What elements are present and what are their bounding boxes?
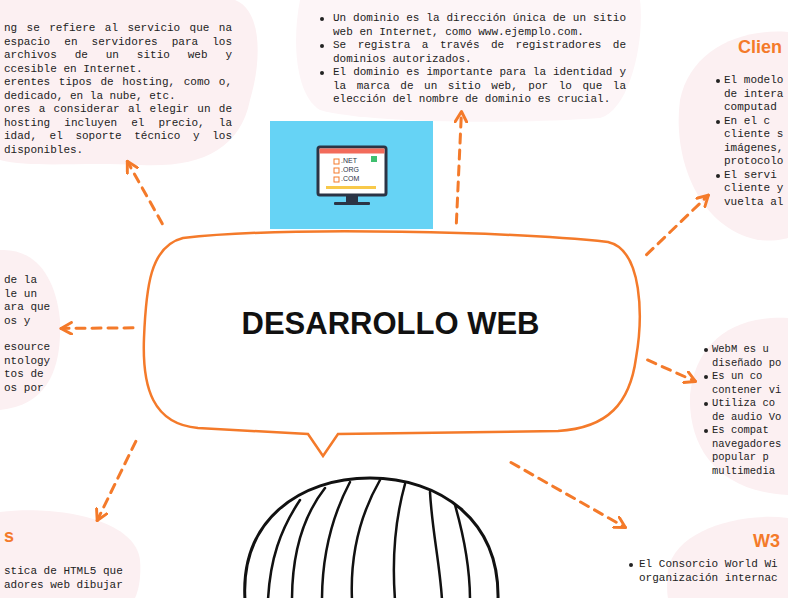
bullet-text: de la le un ara que os y	[4, 274, 56, 328]
topic-node: Un dominio es la dirección única de un s…	[316, 12, 626, 107]
blob	[0, 0, 258, 165]
topic-heading: s	[4, 525, 134, 547]
check-box	[334, 159, 339, 164]
bullet-dot	[716, 79, 720, 83]
bullet-dot	[704, 402, 708, 406]
check-box	[334, 168, 339, 173]
bullet-text: El Consorcio World Wi organización inter…	[625, 558, 785, 585]
bullet-text: ng se refiere al servicio que na espacio…	[4, 22, 232, 76]
dashed-arrow	[127, 161, 162, 223]
bullet-dot	[704, 429, 708, 433]
bullet-text: Un dominio es la dirección única de un s…	[316, 12, 626, 39]
hair-strand	[394, 484, 405, 598]
topic-node: WebM es u diseñado poEs un co contener v…	[700, 343, 786, 478]
bullet-text: erentes tipos de hosting, como o, dedica…	[4, 76, 232, 103]
domain-label: .NET	[341, 157, 357, 165]
check-box	[334, 177, 339, 182]
bullet-dot	[716, 174, 720, 178]
bullet-text: stica de HTML5 que adores web dibujar	[4, 565, 134, 592]
topic-heading: W3	[753, 530, 785, 552]
topic-heading: Clien	[738, 36, 788, 58]
dashed-arrow	[511, 462, 625, 527]
blob	[0, 250, 60, 410]
domain-picture	[270, 121, 433, 229]
blob	[690, 318, 788, 495]
bullet-dot	[320, 71, 324, 75]
bullet-text: Es compat navegadores popular p multimed…	[700, 424, 786, 478]
bullet-text: El dominio es importante para la identid…	[316, 66, 626, 107]
topic-node: W3 El Consorcio World Wi organización int…	[625, 530, 785, 585]
topic-node: Clien El modelo de intera computadEn el c…	[712, 36, 788, 209]
bullet-dot	[704, 375, 708, 379]
bullet-dot	[320, 44, 324, 48]
topic-node: ng se refiere al servicio que na espacio…	[4, 22, 232, 157]
bullet-text: Utiliza co de audio Vo	[700, 397, 786, 424]
window-bar	[320, 149, 385, 154]
blob	[296, 0, 641, 122]
topic-node: s stica de HTML5 que adores web dibujar	[4, 525, 134, 592]
hair-strand	[352, 480, 380, 598]
central-bubble: DESARROLLO WEB	[138, 228, 643, 460]
head-drawing	[245, 478, 498, 598]
central-title: DESARROLLO WEB	[242, 306, 540, 342]
bullet-dot	[716, 120, 720, 124]
dashed-arrow	[647, 195, 709, 255]
bullet-text: Es un co contener vi	[700, 370, 786, 397]
monitor-screen	[318, 147, 386, 195]
green-square	[371, 156, 377, 162]
hair-strands	[268, 480, 470, 598]
monitor-base	[334, 202, 370, 205]
hair-strand	[268, 500, 300, 598]
blob	[667, 517, 788, 598]
bullet-dot	[320, 17, 324, 21]
domain-label: .ORG	[341, 166, 359, 174]
bullet-text: esource ntology tos de os por	[4, 341, 56, 395]
bullet-text: ores a considerar al elegir un de hostin…	[4, 103, 232, 157]
dashed-arrow	[97, 441, 136, 520]
bullet-text: En el c cliente s imágenes, protocolo	[712, 115, 788, 169]
hair-strand	[430, 492, 442, 598]
dashed-arrow	[648, 360, 696, 381]
hair-strand	[292, 488, 325, 598]
bullet-dot	[629, 563, 633, 567]
hair-strand	[455, 505, 470, 598]
speech-bubble	[138, 228, 643, 460]
head-outline	[245, 478, 498, 598]
picture-ground	[270, 121, 433, 229]
bullet-text: Se registra a través de registradores de…	[316, 39, 626, 66]
domain-label: .COM	[341, 175, 359, 183]
bullet-text: El servi cliente y vuelta al	[712, 169, 788, 210]
dashed-arrow	[456, 111, 461, 223]
bubble-outline	[144, 231, 640, 456]
bullet-text: El modelo de intera computad	[712, 74, 788, 115]
hair-strand	[322, 482, 350, 598]
blob	[0, 510, 140, 598]
bullet-dot	[704, 348, 708, 352]
topic-node: de la le un ara que os y esource ntology …	[4, 274, 56, 395]
dashed-arrow	[61, 326, 133, 330]
bullet-text: WebM es u diseñado po	[700, 343, 786, 370]
screen-line	[326, 186, 376, 189]
